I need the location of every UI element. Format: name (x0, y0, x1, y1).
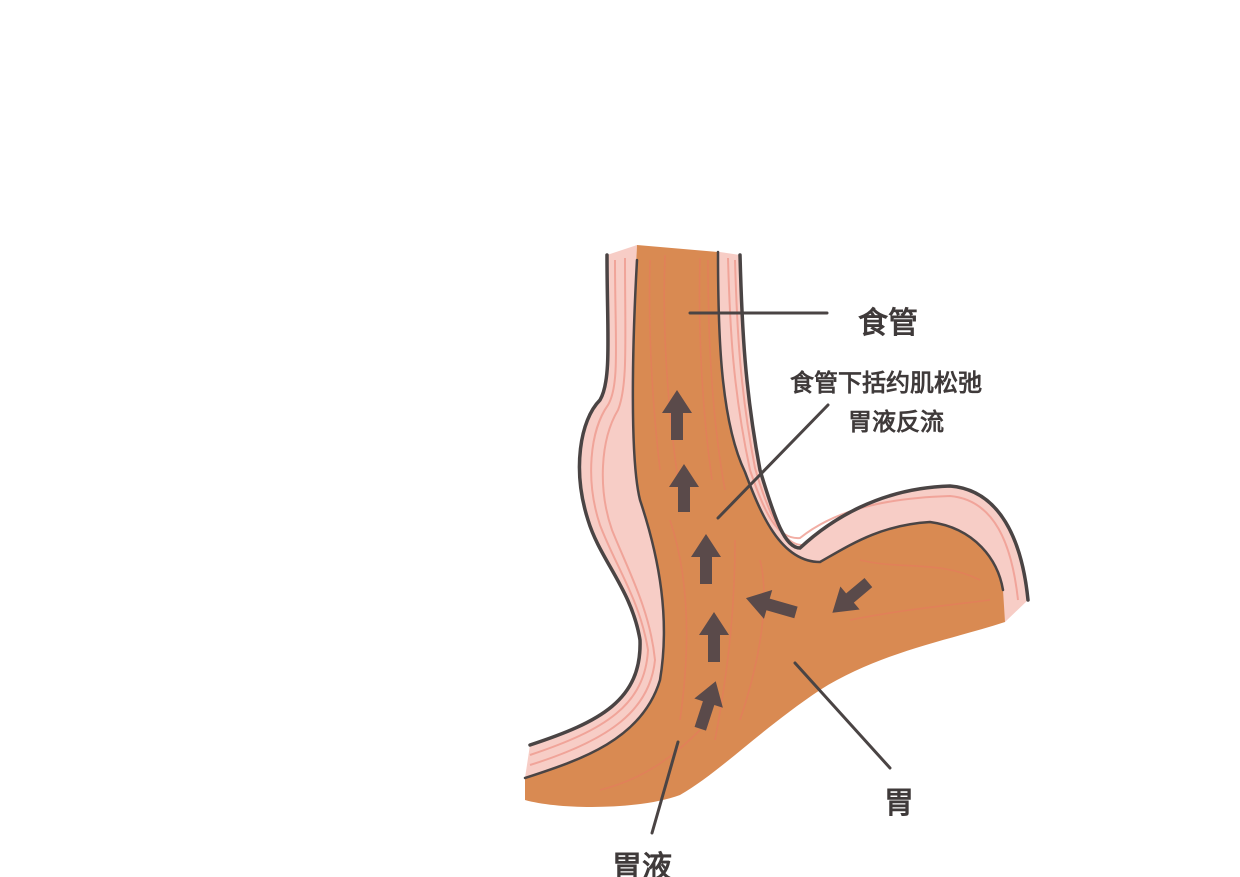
label-gastric-juice: 胃液 (612, 850, 672, 877)
esophagus-and-stomach (525, 245, 1005, 807)
arrow-up-icon (669, 464, 699, 512)
arrow-up-icon (662, 390, 692, 440)
leader-lines (650, 311, 892, 835)
arrow-down-left-icon (832, 577, 873, 613)
arrow-up-icon (691, 534, 721, 584)
label-esophagus: 食管 (858, 306, 918, 341)
arrow-up-icon (699, 612, 729, 662)
tissue-texture (599, 254, 991, 791)
outlines (523, 250, 1030, 780)
leader-les (716, 403, 830, 520)
leader-stomach (793, 661, 892, 770)
label-stomach: 胃 (884, 786, 914, 821)
reflux-arrows (662, 390, 873, 731)
label-les-relaxed: 食管下括约肌松弛 (790, 369, 982, 397)
esophagus-left-wall (525, 245, 664, 778)
arrow-up-icon (694, 681, 723, 731)
label-reflux: 胃液反流 (848, 408, 944, 436)
leader-gastric-juice (650, 740, 680, 835)
arrow-left-icon (745, 590, 798, 619)
